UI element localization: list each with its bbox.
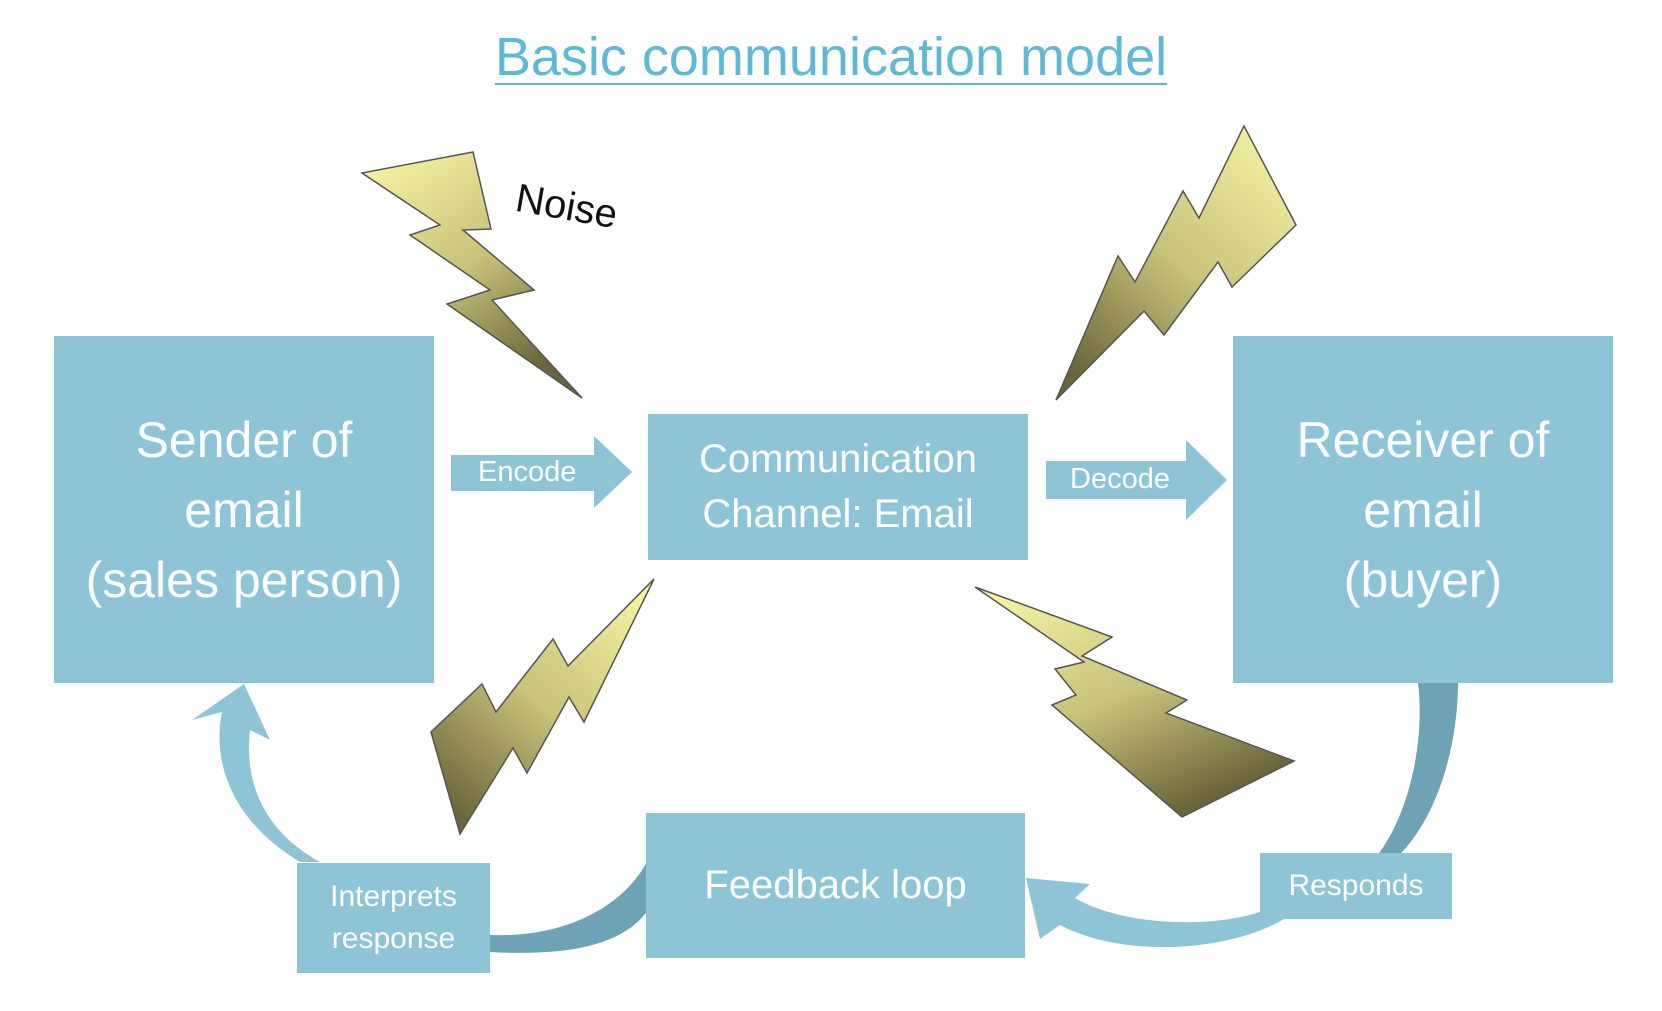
feedback-label: Feedback loop: [704, 863, 967, 907]
interprets-box: Interprets response: [297, 863, 490, 973]
decode-arrow: [1046, 440, 1227, 520]
feedback-box: Feedback loop: [646, 813, 1025, 958]
sender-label: Sender of email (sales person): [85, 411, 403, 608]
lightning-bolt-icon: [360, 151, 583, 399]
lightning-bolt-icon: [1055, 124, 1297, 401]
sender-box: Sender of email (sales person): [54, 336, 434, 683]
receiver-label: Receiver of email (buyer): [1296, 411, 1550, 608]
lightning-bolt-icon: [430, 578, 655, 836]
decode-label: Decode: [1070, 463, 1170, 495]
encode-arrow: [451, 436, 632, 508]
channel-box: Communication Channel: Email: [648, 414, 1028, 560]
encode-label: Encode: [478, 456, 577, 488]
diagram-title: Basic communication model: [494, 27, 1168, 87]
responds-curve: [1372, 683, 1458, 862]
receiver-box: Receiver of email (buyer): [1233, 336, 1613, 683]
responds-label: Responds: [1288, 869, 1424, 902]
sender-return-curve: [192, 684, 320, 862]
lightning-bolt-icon: [974, 586, 1296, 818]
responds-box: Responds: [1260, 853, 1452, 919]
interprets-label: Interprets response: [330, 880, 457, 955]
channel-label: Communication Channel: Email: [699, 437, 977, 536]
feedback-curve: [1026, 878, 1300, 948]
interprets-curve: [490, 860, 648, 953]
